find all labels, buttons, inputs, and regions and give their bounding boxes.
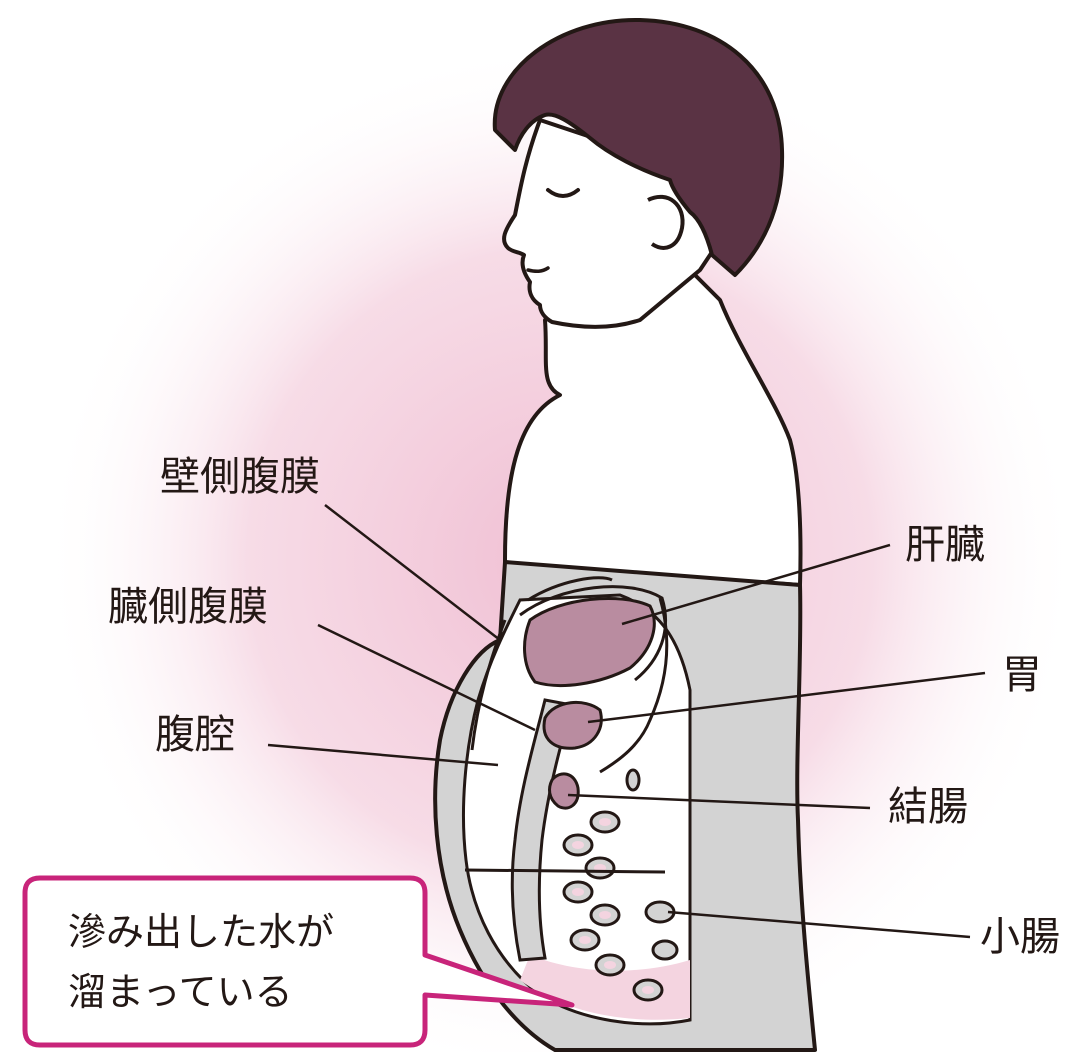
label-liver: 肝臓: [905, 522, 985, 568]
callout-line-1: 滲み出した水が: [68, 910, 334, 954]
label-colon: 結腸: [888, 784, 968, 830]
label-parietal-peritoneum: 壁側腹膜: [160, 454, 320, 500]
cavity-divider: [465, 870, 665, 872]
ear: [648, 197, 683, 248]
label-stomach: 胃: [1002, 652, 1042, 698]
label-visceral-peritoneum: 臓側腹膜: [108, 584, 268, 630]
stomach: [544, 702, 601, 748]
label-small-intestine: 小腸: [980, 914, 1060, 960]
colon: [550, 774, 579, 808]
callout-line-2: 溜まっている: [68, 970, 293, 1014]
label-abdominal-cavity: 腹腔: [155, 712, 235, 758]
